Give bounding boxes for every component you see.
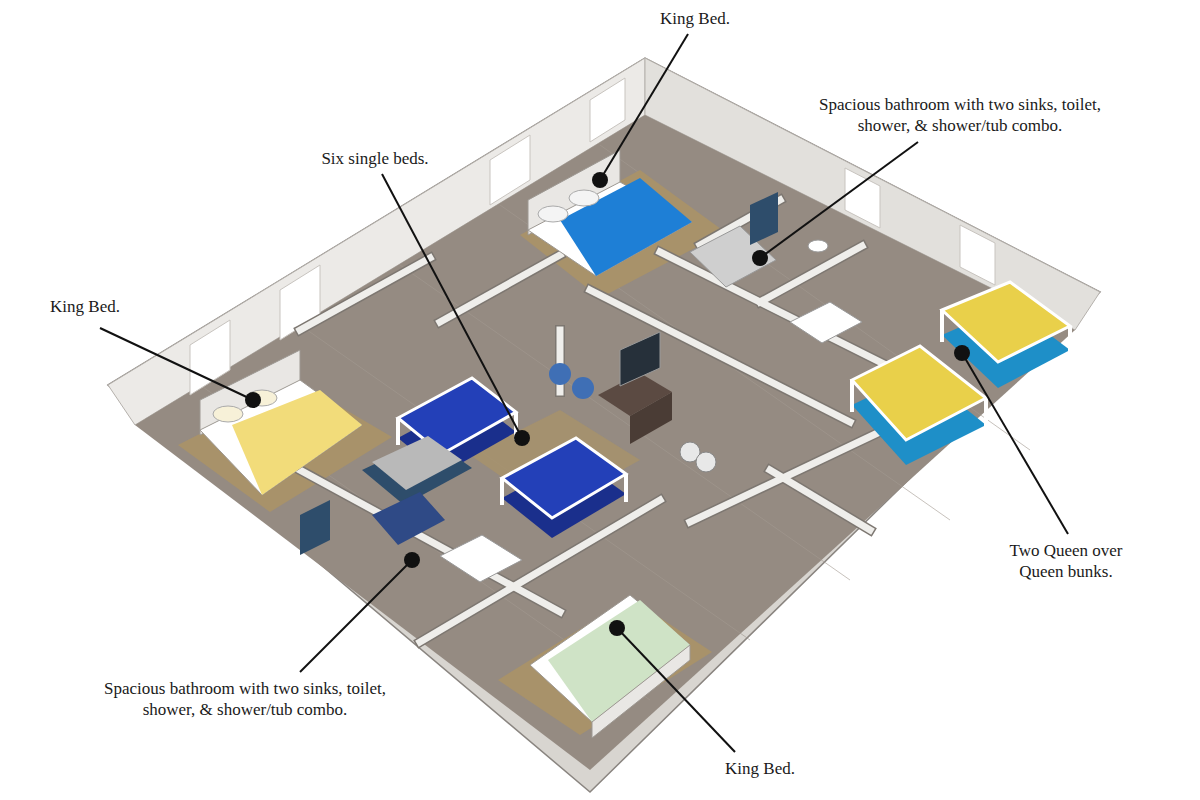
callout-label: Spacious bathroom with two sinks, toilet… — [800, 94, 1120, 136]
callout-label: Six single beds. — [305, 148, 445, 169]
callout-label: Spacious bathroom with two sinks, toilet… — [85, 678, 405, 720]
callout-label: Two Queen over Queen bunks. — [1000, 540, 1132, 582]
callout-label: King Bed. — [640, 8, 750, 29]
callout-label: King Bed. — [700, 758, 820, 779]
callout-label: King Bed. — [30, 296, 140, 317]
